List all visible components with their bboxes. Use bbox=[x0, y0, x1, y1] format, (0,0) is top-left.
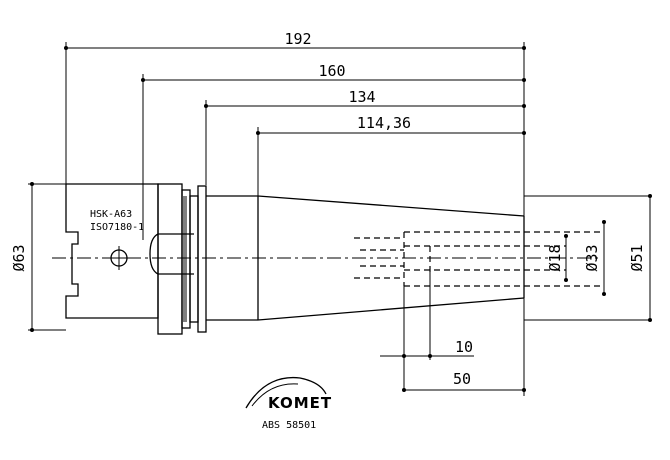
dim-192-label: 192 bbox=[284, 30, 311, 48]
dim-d63: Ø63 bbox=[10, 182, 66, 332]
dim-114-label: 114,36 bbox=[357, 114, 411, 132]
dim-134: 134 bbox=[204, 88, 526, 185]
bore-hidden-lines bbox=[354, 231, 604, 287]
shank-label-1: HSK-A63 bbox=[90, 209, 132, 220]
dim-d33: Ø33 bbox=[583, 220, 606, 296]
logo-arc-inner bbox=[251, 383, 299, 407]
dim-50-label: 50 bbox=[453, 370, 471, 388]
dim-10: 10 bbox=[380, 272, 474, 392]
dim-d51-label: Ø51 bbox=[628, 244, 646, 271]
logo-text: KOMET bbox=[268, 394, 332, 412]
dim-d51: Ø51 bbox=[628, 194, 652, 322]
dim-160: 160 bbox=[141, 62, 526, 240]
dim-d18: Ø18 bbox=[546, 234, 568, 282]
dim-d18-label: Ø18 bbox=[546, 244, 564, 271]
dim-160-label: 160 bbox=[318, 62, 345, 80]
dim-192: 192 bbox=[64, 30, 526, 320]
dim-10-label: 10 bbox=[455, 338, 473, 356]
dim-d63-label: Ø63 bbox=[10, 244, 28, 271]
dim-50: 50 bbox=[402, 298, 526, 396]
shank-label-2: ISO7180-1 bbox=[90, 222, 144, 233]
dim-134-label: 134 bbox=[348, 88, 375, 106]
dim-d33-label: Ø33 bbox=[583, 244, 601, 271]
logo-code: ABS 58501 bbox=[262, 420, 316, 431]
logo-arc bbox=[245, 376, 327, 409]
dim-114-36: 114,36 bbox=[256, 114, 526, 200]
komet-logo: KOMET ABS 58501 bbox=[245, 376, 332, 431]
flange bbox=[157, 183, 207, 335]
hsk-shank: HSK-A63 ISO7180-1 bbox=[65, 183, 194, 319]
